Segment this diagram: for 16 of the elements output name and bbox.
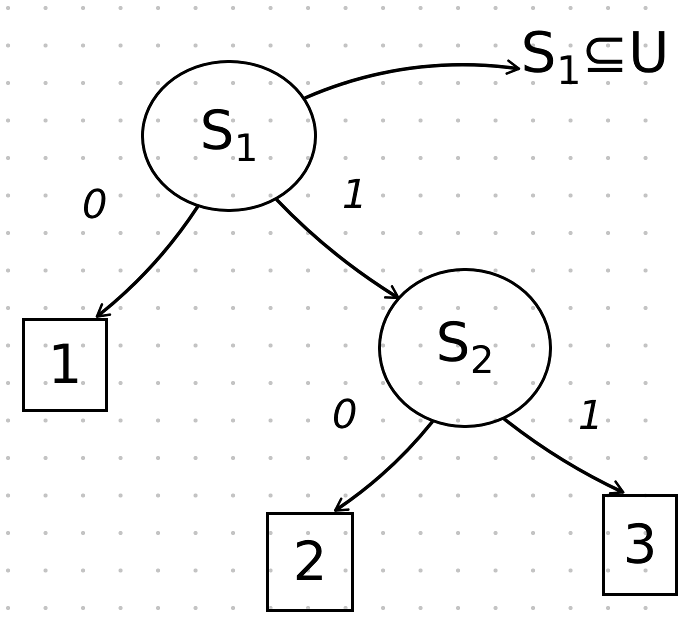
arrow [96,205,200,318]
leaf-box [22,318,108,412]
arrow [275,198,400,300]
leaf-box [266,512,354,612]
arrow [334,420,434,512]
node-label: S$_{2}$ [436,316,494,380]
state-circle [141,60,317,212]
node-label: 2 [292,535,328,589]
arrow [303,60,520,100]
state-circle [378,268,552,428]
arrow [502,418,624,494]
leaf-box [602,494,678,596]
node-label: S$_{1}$ [200,104,258,168]
node-label: 1 [48,338,82,392]
node-label: 3 [622,518,658,572]
condition-text: S$_{1}$⊆U [520,26,670,92]
